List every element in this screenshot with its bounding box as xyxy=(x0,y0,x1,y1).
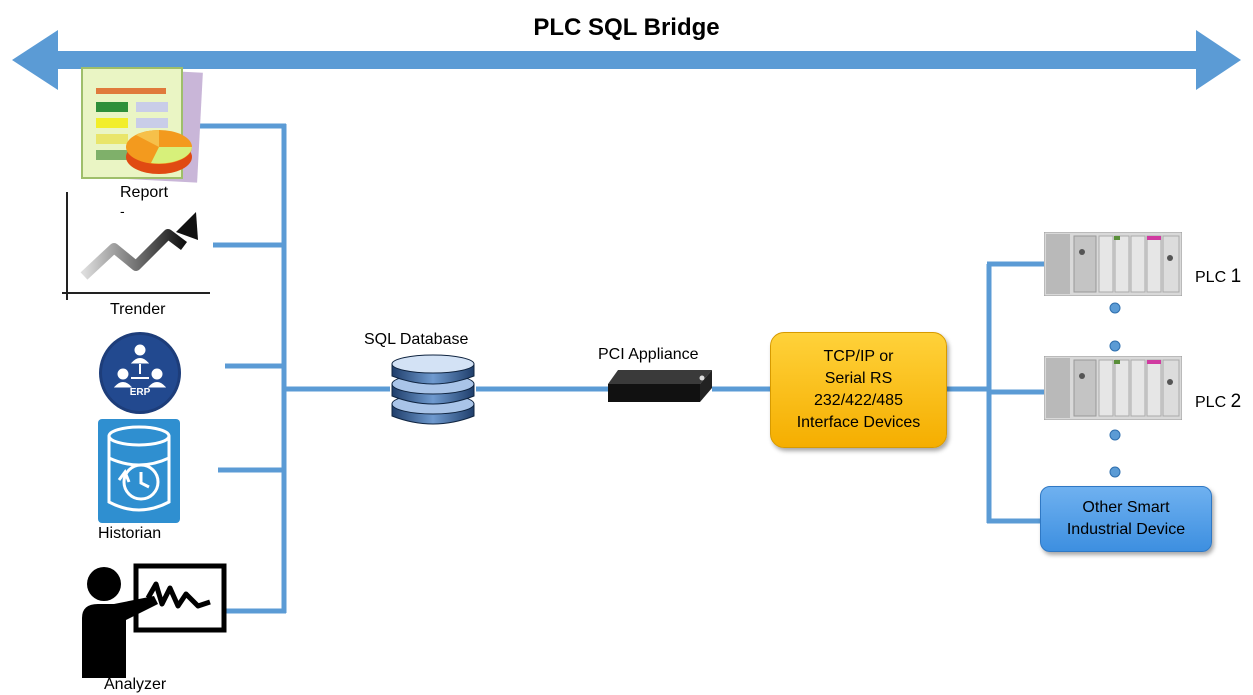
interface-devices-box: TCP/IP or Serial RS 232/422/485 Interfac… xyxy=(770,332,947,448)
trender-icon xyxy=(62,192,210,300)
pci-appliance-label: PCI Appliance xyxy=(598,346,699,363)
historian-label: Historian xyxy=(98,525,162,542)
plc-2-icon xyxy=(1044,356,1182,420)
plc-1-icon xyxy=(1044,232,1182,296)
erp-icon xyxy=(99,332,181,414)
diagram-title: PLC SQL Bridge xyxy=(533,14,720,41)
smart-device-box: Other Smart Industrial Device xyxy=(1040,486,1212,552)
report-label: Report xyxy=(120,184,169,201)
interface-line-4: Interface Devices xyxy=(796,414,921,431)
sql-database-label: SQL Database xyxy=(364,331,469,348)
historian-icon xyxy=(98,419,180,523)
plc-1-label: PLC 1 xyxy=(1195,266,1241,288)
analyzer-label: Analyzer xyxy=(104,676,167,693)
trender-label: Trender xyxy=(110,301,166,318)
plc-1-number: 1 xyxy=(1230,266,1242,287)
interface-line-3: 232/422/485 xyxy=(814,392,903,409)
plc-1-prefix: PLC xyxy=(1195,269,1227,286)
interface-line-1: TCP/IP or xyxy=(823,348,894,365)
erp-icon-text: ERP xyxy=(129,387,151,398)
smart-device-line-1: Other Smart xyxy=(1082,499,1170,516)
plc-2-number: 2 xyxy=(1230,391,1242,412)
analyzer-icon xyxy=(82,563,227,678)
sql-database-icon xyxy=(391,354,475,425)
report-dash: - xyxy=(120,203,125,219)
plc-2-prefix: PLC xyxy=(1195,394,1227,411)
bridge-arrow xyxy=(12,30,1241,90)
plc-2-label: PLC 2 xyxy=(1195,391,1241,413)
smart-device-line-2: Industrial Device xyxy=(1066,521,1186,538)
continuation-dots xyxy=(1109,302,1121,478)
pci-appliance-icon xyxy=(608,370,712,402)
report-icon xyxy=(81,67,203,183)
interface-line-2: Serial RS xyxy=(824,370,893,387)
